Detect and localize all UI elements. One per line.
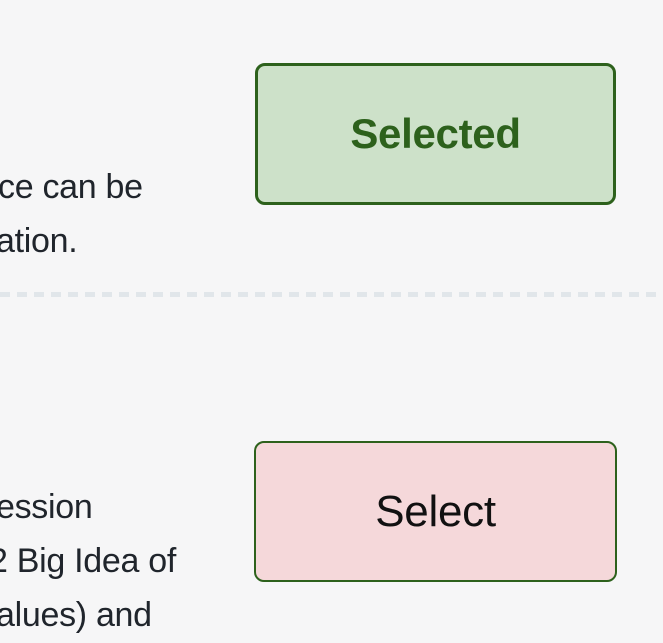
selected-button[interactable]: Selected — [255, 63, 616, 205]
description-line: ession — [0, 488, 93, 526]
dashed-divider — [0, 292, 663, 297]
select-button[interactable]: Select — [254, 441, 617, 582]
description-line: alues) and — [0, 596, 152, 634]
description-line: ation. — [0, 222, 78, 260]
description-line: 2 Big Idea of — [0, 542, 177, 580]
description-line: ce can be — [0, 168, 143, 206]
